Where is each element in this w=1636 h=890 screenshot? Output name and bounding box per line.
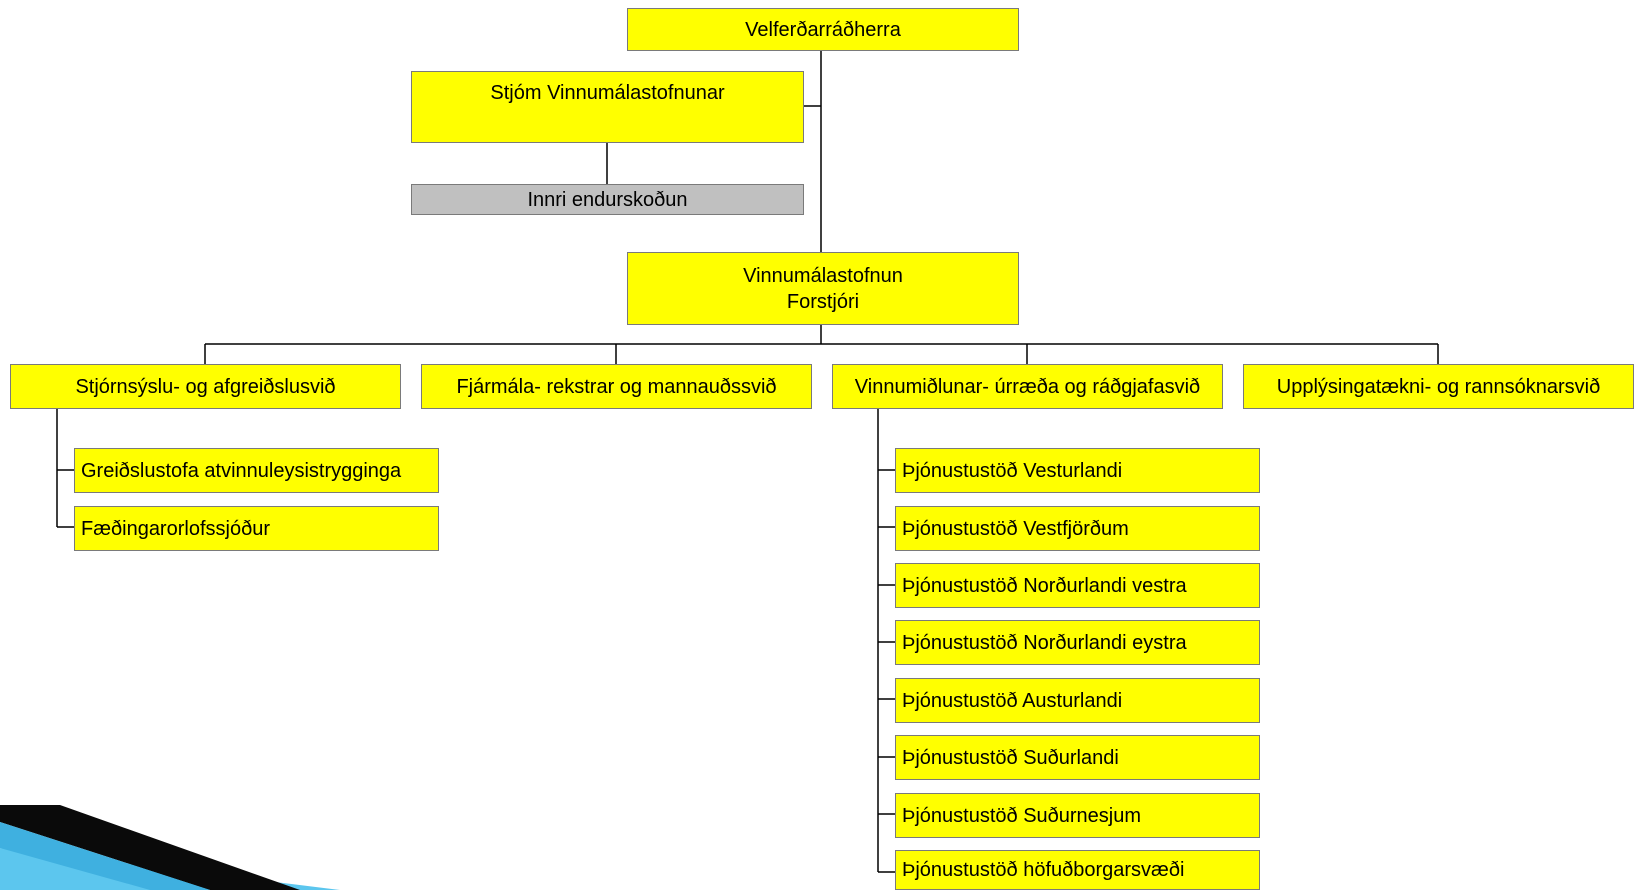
service-office-box: Þjónustustöð Suðurlandi <box>895 735 1260 780</box>
service-office-label: Þjónustustöð Suðurlandi <box>902 746 1119 769</box>
audit-label: Innri endurskoðun <box>527 188 688 211</box>
admin-unit-label: Fæðingarorlofssjóður <box>81 517 270 540</box>
director-box: Vinnumálastofnun Forstjóri <box>627 252 1019 325</box>
admin-unit-box: Greiðslustofa atvinnuleysistrygginga <box>74 448 439 493</box>
service-office-label: Þjónustustöð höfuðborgarsvæði <box>902 859 1185 881</box>
service-office-label: Þjónustustöð Austurlandi <box>902 689 1123 712</box>
service-office-box: Þjónustustöð Suðurnesjum <box>895 793 1260 838</box>
service-office-label: Þjónustustöð Norðurlandi vestra <box>902 574 1187 597</box>
audit-box: Innri endurskoðun <box>411 184 804 215</box>
service-office-label: Þjónustustöð Suðurnesjum <box>902 804 1142 827</box>
division-finance-label: Fjármála- rekstrar og mannauðssvið <box>456 375 777 398</box>
service-office-label: Þjónustustöð Norðurlandi eystra <box>902 631 1187 654</box>
division-admin-label: Stjórnsýslu- og afgreiðslusvið <box>75 375 336 398</box>
service-office-box: Þjónustustöð Vesturlandi <box>895 448 1260 493</box>
director-title-label: Forstjóri <box>786 290 860 313</box>
division-finance-box: Fjármála- rekstrar og mannauðssvið <box>421 364 812 409</box>
minister-box: Velferðarráðherra <box>627 8 1019 51</box>
service-office-label: Þjónustustöð Vesturlandi <box>902 459 1123 482</box>
service-office-box: Þjónustustöð Norðurlandi vestra <box>895 563 1260 608</box>
service-office-box: Þjónustustöð Norðurlandi eystra <box>895 620 1260 665</box>
division-it-label: Upplýsingatækni- og rannsóknarsvið <box>1276 375 1601 398</box>
division-admin-box: Stjórnsýslu- og afgreiðslusvið <box>10 364 401 409</box>
division-employment-label: Vinnumiðlunar- úrræða og ráðgjafasvið <box>854 375 1201 398</box>
service-office-box: Þjónustustöð höfuðborgarsvæði <box>895 850 1260 890</box>
division-it-box: Upplýsingatækni- og rannsóknarsvið <box>1243 364 1634 409</box>
minister-label: Velferðarráðherra <box>745 18 901 41</box>
service-office-box: Þjónustustöð Vestfjörðum <box>895 506 1260 551</box>
board-box: Stjóm Vinnumálastofnunar <box>411 71 804 143</box>
decorative-swoosh <box>0 805 340 890</box>
service-office-box: Þjónustustöð Austurlandi <box>895 678 1260 723</box>
admin-unit-label: Greiðslustofa atvinnuleysistrygginga <box>81 459 402 482</box>
director-org-label: Vinnumálastofnun <box>743 264 903 287</box>
division-employment-box: Vinnumiðlunar- úrræða og ráðgjafasvið <box>832 364 1223 409</box>
board-label: Stjóm Vinnumálastofnunar <box>490 82 725 104</box>
admin-unit-box: Fæðingarorlofssjóður <box>74 506 439 551</box>
service-office-label: Þjónustustöð Vestfjörðum <box>902 517 1129 540</box>
